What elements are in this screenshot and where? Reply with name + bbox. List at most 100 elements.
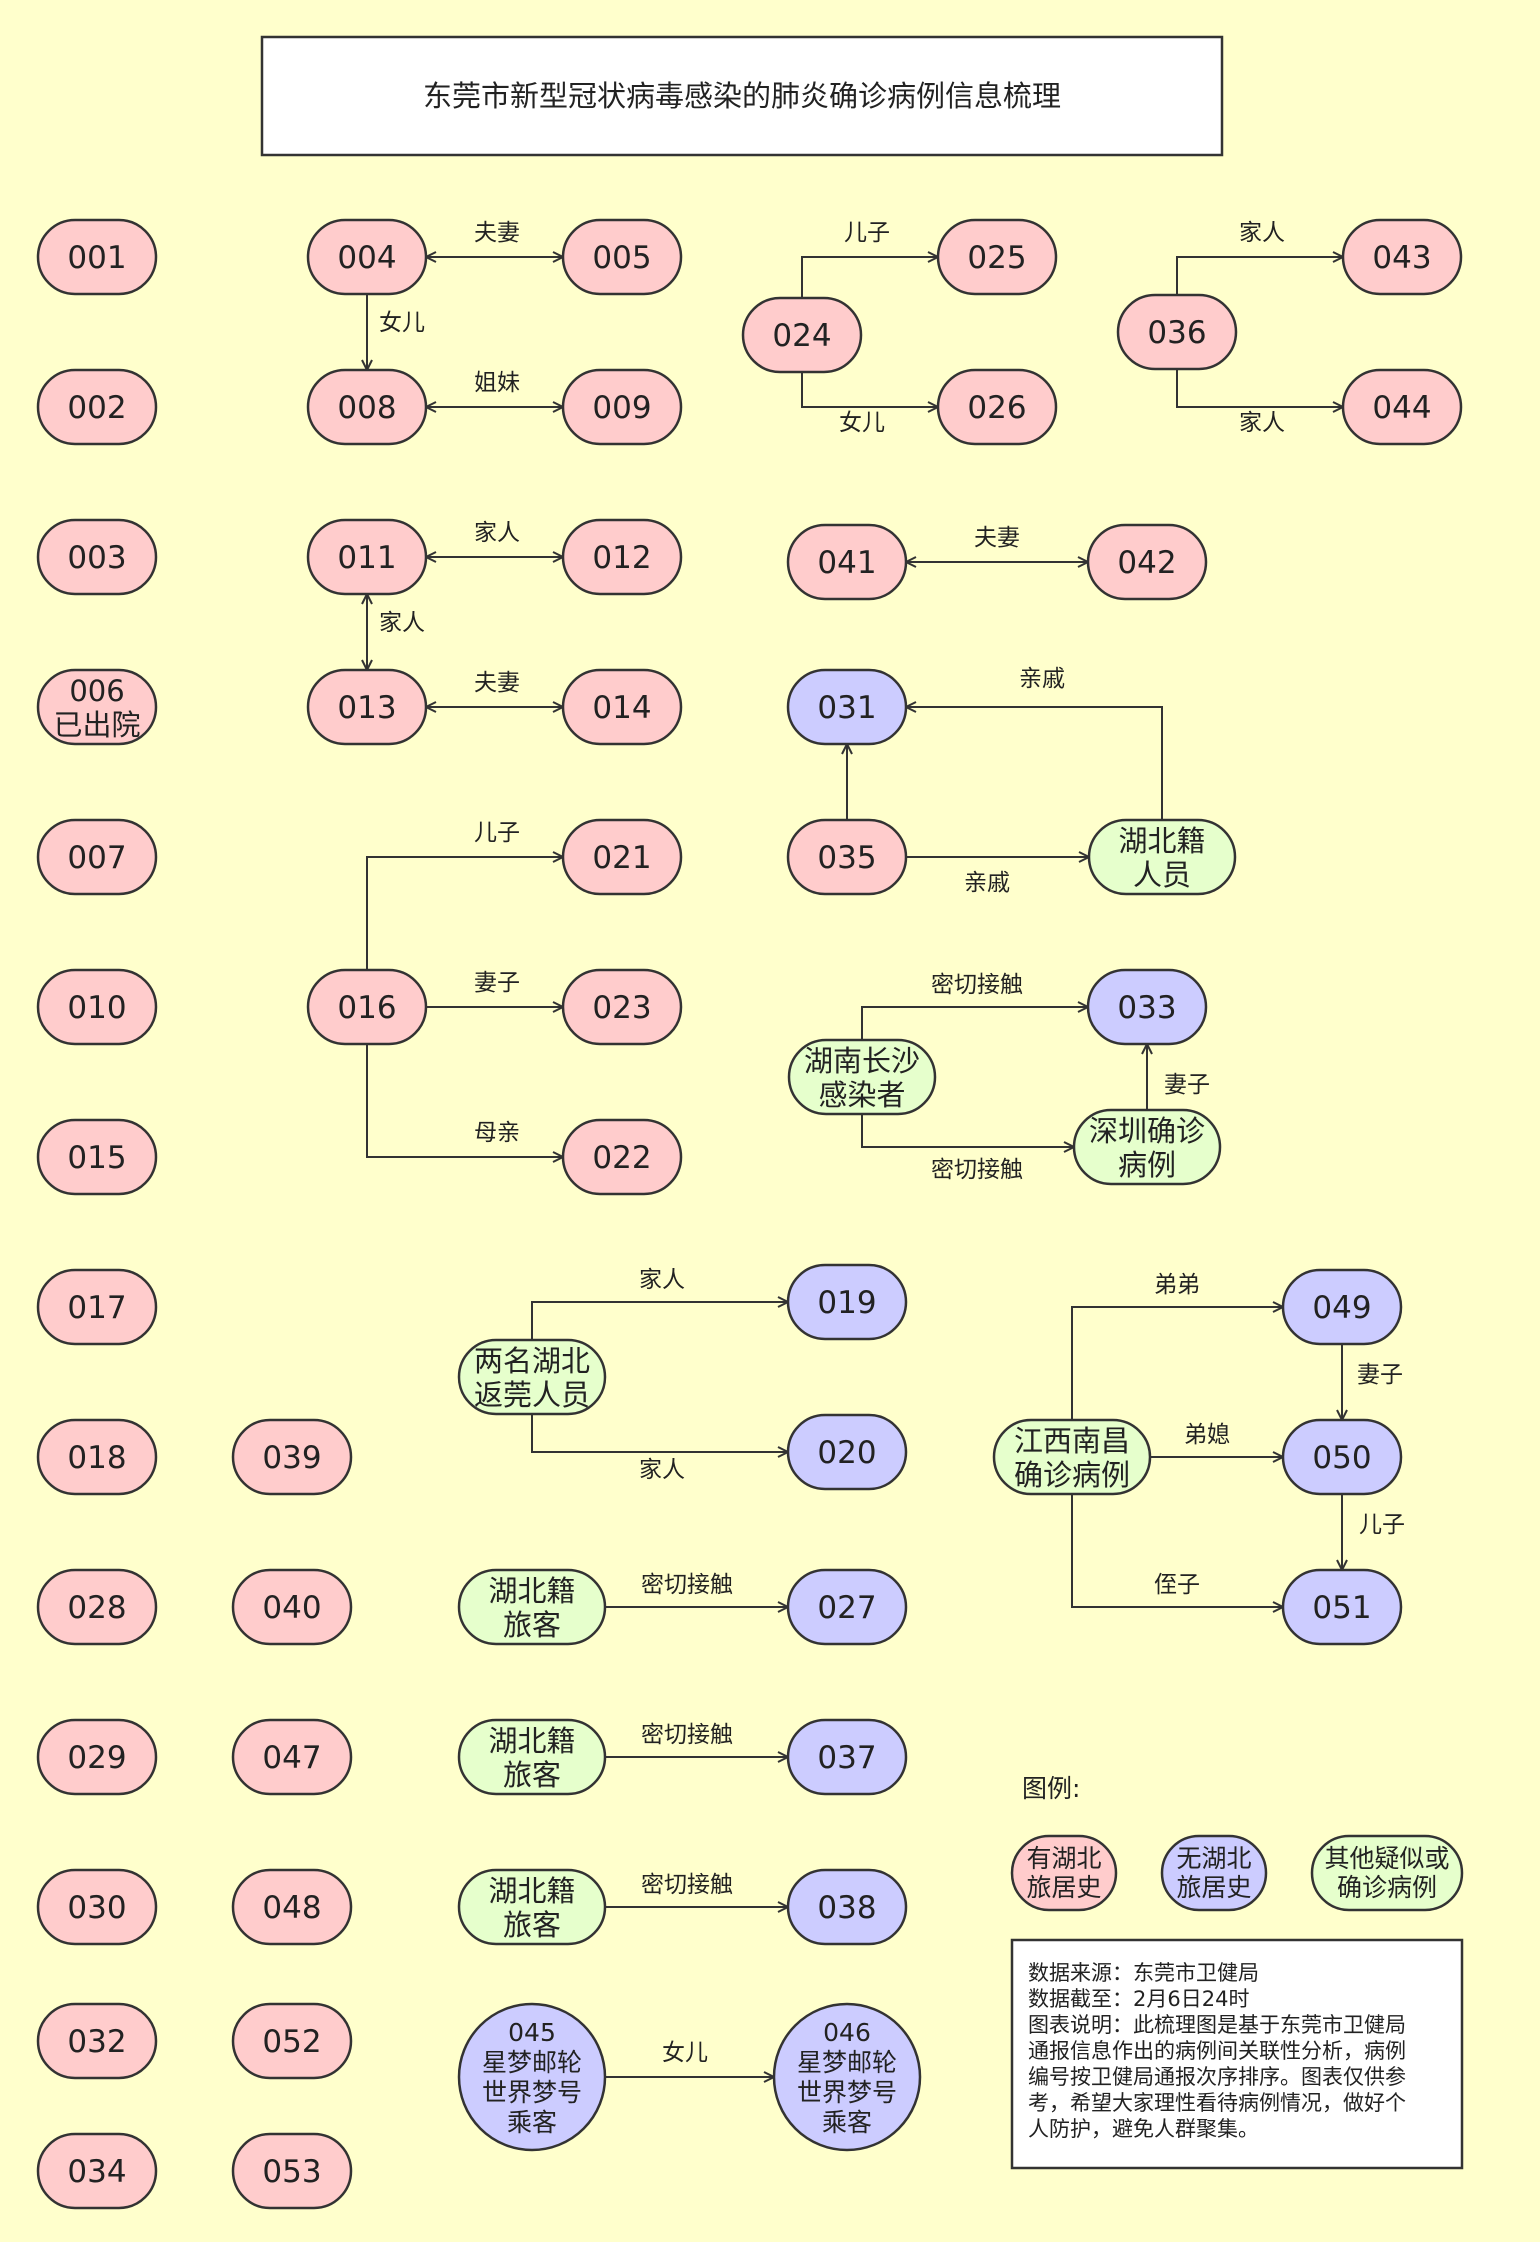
- node-n038: 038: [786, 1868, 908, 1946]
- node-label-n008-1: 008: [337, 390, 396, 426]
- edge-label-n004-n008: 女儿: [379, 310, 425, 336]
- node-label-n051-1: 051: [1312, 1590, 1371, 1626]
- node-n049: 049: [1281, 1268, 1403, 1346]
- node-shape-n010: [36, 968, 158, 1046]
- node-n048: 048: [231, 1868, 353, 1946]
- node-shape-n025: [936, 218, 1058, 296]
- node-shape-shenzhenCase: [1072, 1108, 1222, 1186]
- node-n014: 014: [561, 668, 683, 746]
- node-shape-n046: [772, 2002, 922, 2152]
- node-label-jiangxiCase-2: 确诊病例: [1014, 1458, 1130, 1492]
- nodes-layer: 001002003006已出院0070100150170180280290300…: [36, 218, 1463, 2210]
- edge-label-n036-n043: 家人: [1239, 220, 1285, 246]
- node-shape-n043: [1341, 218, 1463, 296]
- node-label-n029-1: 029: [67, 1740, 126, 1776]
- info-line-2: 数据截至：2月6日24时: [1028, 1987, 1249, 2011]
- info-line-3: 图表说明：此梳理图是基于东莞市卫健局: [1028, 2013, 1406, 2037]
- legend-no-hubei-line1: 无湖北: [1176, 1844, 1251, 1873]
- node-n029: 029: [36, 1718, 158, 1796]
- node-shape-n005: [561, 218, 683, 296]
- edge-n024-n025: [801, 257, 938, 298]
- node-label-n034-1: 034: [67, 2154, 126, 2190]
- edge-label-twoHubei-n020: 家人: [639, 1457, 685, 1483]
- node-n017: 017: [36, 1268, 158, 1346]
- node-n043: 043: [1341, 218, 1463, 296]
- node-label-n040-1: 040: [262, 1590, 321, 1626]
- legend-title: 图例:: [1022, 1774, 1080, 1803]
- node-n051: 051: [1281, 1568, 1403, 1646]
- node-shape-hunanCase: [787, 1038, 937, 1116]
- node-shape-n018: [36, 1418, 158, 1496]
- node-label-traveler1-1: 湖北籍: [488, 1574, 575, 1608]
- node-label-n038-1: 038: [817, 1890, 876, 1926]
- node-label-n002-1: 002: [67, 390, 126, 426]
- page-title: 东莞市新型冠状病毒感染的肺炎确诊病例信息梳理: [423, 79, 1061, 113]
- node-label-traveler1-2: 旅客: [503, 1608, 561, 1642]
- node-label-n048-1: 048: [262, 1890, 321, 1926]
- info-line-6: 考，希望大家理性看待病例情况，做好个: [1028, 2091, 1406, 2115]
- node-label-n006-1: 006: [69, 674, 124, 708]
- node-label-n016-1: 016: [337, 990, 396, 1026]
- node-shape-n044: [1341, 368, 1463, 446]
- node-shape-n019: [786, 1263, 908, 1341]
- node-label-n028-1: 028: [67, 1590, 126, 1626]
- node-label-n014-1: 014: [592, 690, 651, 726]
- node-n042: 042: [1086, 523, 1208, 601]
- edge-label-n004-n005: 夫妻: [474, 220, 520, 246]
- node-n035: 035: [786, 818, 908, 896]
- node-label-n041-1: 041: [817, 545, 876, 581]
- info-line-1: 数据来源：东莞市卫健局: [1028, 1961, 1259, 1985]
- node-label-n037-1: 037: [817, 1740, 876, 1776]
- node-shape-n052: [231, 2002, 353, 2080]
- info-line-5: 编号按卫健局通报次序排序。图表仅供参: [1028, 2065, 1406, 2089]
- edge-label-n016-n022: 母亲: [474, 1120, 520, 1146]
- node-label-hubeiPerson-1: 湖北籍: [1118, 824, 1205, 858]
- node-label-n047-1: 047: [262, 1740, 321, 1776]
- node-n028: 028: [36, 1568, 158, 1646]
- node-shape-n012: [561, 518, 683, 596]
- edge-label-n036-n044: 家人: [1239, 410, 1285, 436]
- node-n013: 013: [306, 668, 428, 746]
- node-shape-n027: [786, 1568, 908, 1646]
- edge-n016-n022: [366, 1044, 563, 1157]
- node-n037: 037: [786, 1718, 908, 1796]
- node-shape-n024: [741, 296, 863, 374]
- node-label-n024-1: 024: [772, 318, 831, 354]
- edge-jiangxiCase-n049: [1071, 1307, 1283, 1420]
- node-label-shenzhenCase-2: 病例: [1118, 1148, 1176, 1182]
- node-label-n042-1: 042: [1117, 545, 1176, 581]
- node-shape-jiangxiCase: [992, 1418, 1152, 1496]
- node-label-n015-1: 015: [67, 1140, 126, 1176]
- node-label-n022-1: 022: [592, 1140, 651, 1176]
- node-label-n017-1: 017: [67, 1290, 126, 1326]
- edges-layer: 夫妻女儿姐妹家人家人夫妻儿子妻子母亲儿子女儿家人家人夫妻亲戚亲戚密切接触密切接触…: [367, 220, 1405, 2077]
- node-label-n010-1: 010: [67, 990, 126, 1026]
- node-label-n007-1: 007: [67, 840, 126, 876]
- node-label-n046-3: 世界梦号: [797, 2078, 897, 2107]
- node-label-n003-1: 003: [67, 540, 126, 576]
- edge-jiangxiCase-n051: [1071, 1494, 1283, 1607]
- node-shape-traveler1: [457, 1568, 607, 1646]
- edge-hunanCase-n033: [861, 1007, 1088, 1040]
- node-label-shenzhenCase-1: 深圳确诊: [1089, 1114, 1205, 1148]
- node-n030: 030: [36, 1868, 158, 1946]
- node-n050: 050: [1281, 1418, 1403, 1496]
- node-shape-n051: [1281, 1568, 1403, 1646]
- node-shape-n053: [231, 2132, 353, 2210]
- node-shape-n022: [561, 1118, 683, 1196]
- node-shape-n049: [1281, 1268, 1403, 1346]
- node-n005: 005: [561, 218, 683, 296]
- node-label-n033-1: 033: [1117, 990, 1176, 1026]
- node-shape-n047: [231, 1718, 353, 1796]
- legend-hubei-line1: 有湖北: [1026, 1844, 1101, 1873]
- edge-label-n013-n014: 夫妻: [474, 670, 520, 696]
- edge-hubeiPerson-n031: [906, 707, 1163, 820]
- edge-n016-n021: [366, 857, 563, 970]
- node-shape-n029: [36, 1718, 158, 1796]
- edge-label-n011-n013: 家人: [379, 610, 425, 636]
- edge-label-n024-n025: 儿子: [844, 220, 890, 246]
- edge-label-n016-n021: 儿子: [474, 820, 520, 846]
